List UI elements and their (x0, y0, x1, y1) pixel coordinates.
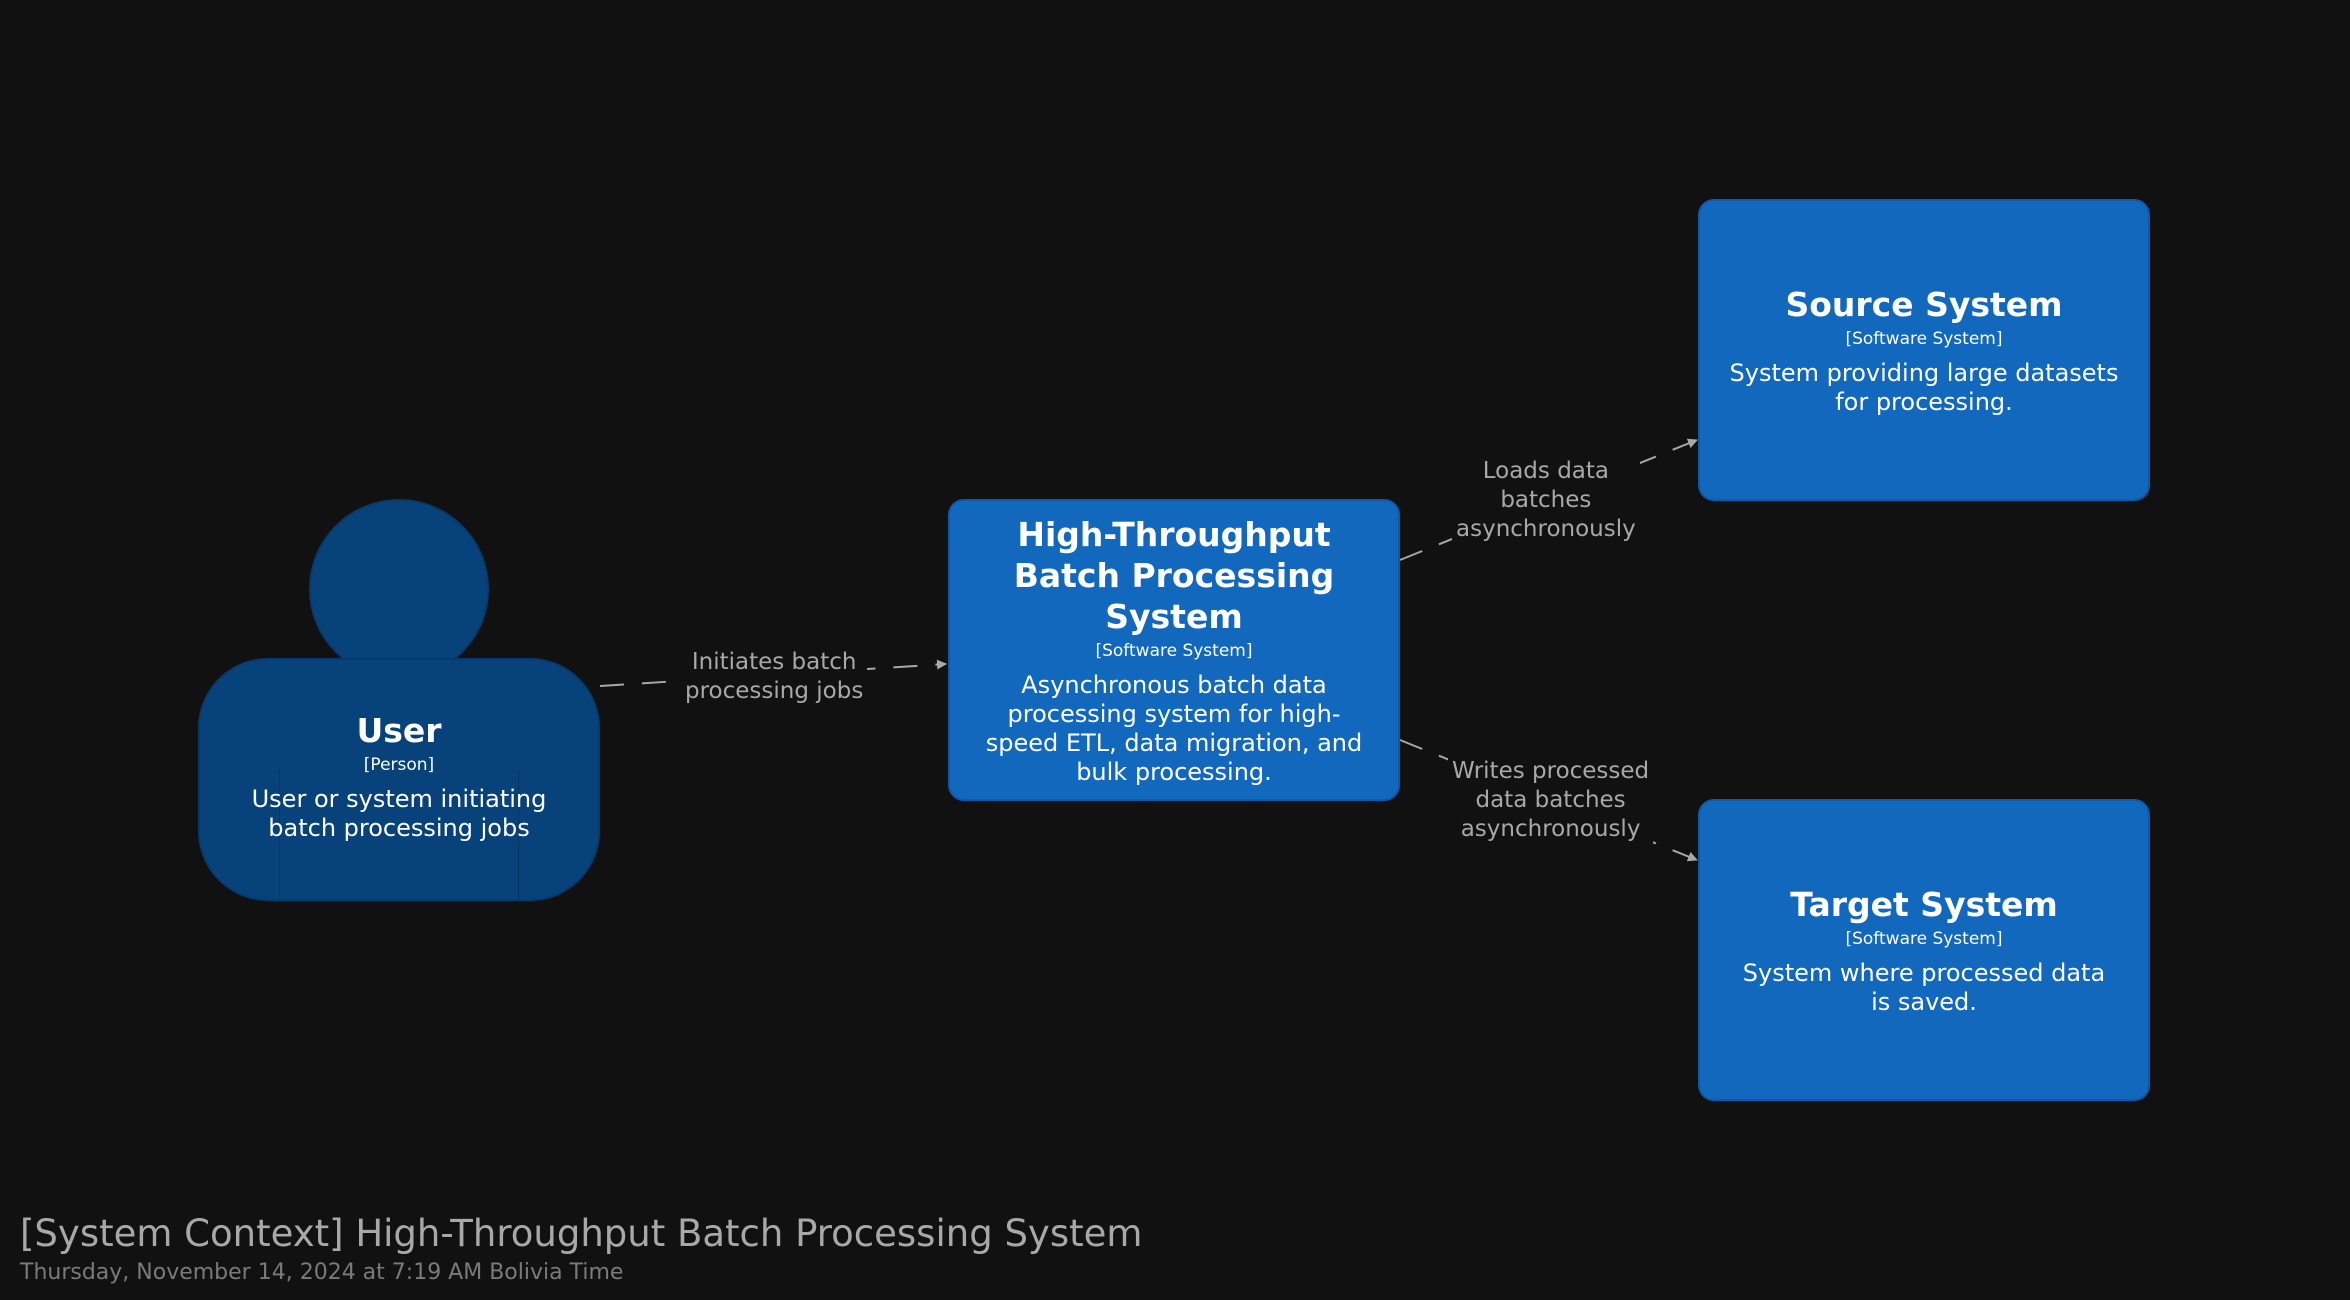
source-system-description: System providing large datasets for proc… (1729, 358, 2119, 416)
person-right-arm-line (518, 770, 519, 899)
target-system-description: System where processed data is saved. (1742, 958, 2106, 1016)
edge-label-loads-data-batches: Loads data batches asynchronously (1452, 457, 1640, 544)
person-body-shape: User [Person] User or system initiating … (198, 658, 600, 901)
user-description: User or system initiating batch processi… (251, 785, 547, 842)
edge-label-initiates-batch-jobs: Initiates batch processing jobs (681, 648, 868, 706)
user-name: User (356, 711, 442, 750)
diagram-title: [System Context] High-Throughput Batch P… (20, 1212, 1143, 1255)
person-left-arm-line (279, 770, 280, 899)
batch-system-name: High-Throughput Batch Processing System (1013, 514, 1335, 636)
source-system-type: [Software System] (1845, 328, 2003, 349)
edge-batch-system-to-source-system (1399, 438, 1698, 561)
user-type: [Person] (363, 755, 435, 775)
node-source-system[interactable]: Source System [Software System] System p… (1698, 199, 2150, 501)
node-batch-processing-system[interactable]: High-Throughput Batch Processing System … (948, 499, 1400, 801)
person-head-shape (309, 499, 489, 679)
batch-system-description: Asynchronous batch data processing syste… (985, 670, 1363, 786)
edge-label-writes-processed-batches: Writes processed data batches asynchrono… (1448, 757, 1654, 844)
node-target-system[interactable]: Target System [Software System] System w… (1698, 799, 2150, 1101)
batch-system-type: [Software System] (1095, 640, 1253, 661)
diagram-timestamp: Thursday, November 14, 2024 at 7:19 AM B… (20, 1260, 624, 1285)
source-system-name: Source System (1785, 284, 2063, 324)
target-system-type: [Software System] (1845, 928, 2003, 949)
target-system-name: Target System (1790, 884, 2058, 924)
